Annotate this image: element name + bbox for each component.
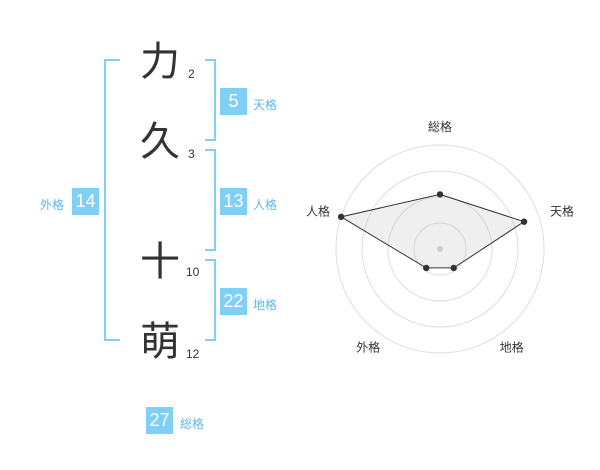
radar-center [437, 246, 443, 252]
radar-axis-label: 外格 [356, 340, 380, 355]
tenkaku-value: 5 [220, 88, 247, 115]
stroke-count-4: 12 [186, 347, 200, 361]
radar-axis-label: 人格 [306, 203, 330, 218]
radar-series-area [339, 193, 526, 269]
radar-point-1 [520, 218, 528, 225]
name-char-1: 力 [140, 39, 180, 85]
chikaku-bracket [205, 259, 216, 341]
radar-ring-1 [413, 222, 467, 276]
stroke-count-1: 2 [188, 67, 195, 81]
gaikaku-label: 外格 [40, 198, 65, 212]
radar-axis-label: 天格 [550, 203, 574, 218]
radar-point-4 [337, 213, 345, 221]
jinkaku-value: 13 [220, 188, 247, 215]
radar-axis-label: 総格 [428, 119, 452, 134]
soukaku-value: 27 [146, 407, 173, 434]
name-char-3: 十 [140, 239, 180, 285]
soukaku-label: 総格 [180, 417, 205, 431]
radar-ring-4 [335, 144, 545, 354]
radar-ring-3 [361, 170, 519, 328]
radar-point-2 [450, 264, 457, 272]
stroke-count-3: 10 [186, 265, 200, 279]
stroke-count-2: 3 [188, 147, 195, 161]
chikaku-value: 22 [220, 288, 247, 315]
gaikaku-bracket [104, 59, 120, 341]
radar-point-0 [436, 191, 444, 198]
name-char-2: 久 [140, 119, 180, 165]
name-char-4: 萌 [140, 319, 180, 365]
radar-axis-label: 地格 [500, 340, 524, 355]
tenkaku-bracket [205, 59, 216, 141]
tenkaku-label: 天格 [253, 98, 278, 112]
gaikaku-value: 14 [72, 188, 99, 215]
chikaku-label: 地格 [253, 298, 278, 312]
radar-point-3 [423, 264, 430, 272]
jinkaku-bracket [205, 149, 216, 251]
jinkaku-label: 人格 [253, 198, 278, 212]
